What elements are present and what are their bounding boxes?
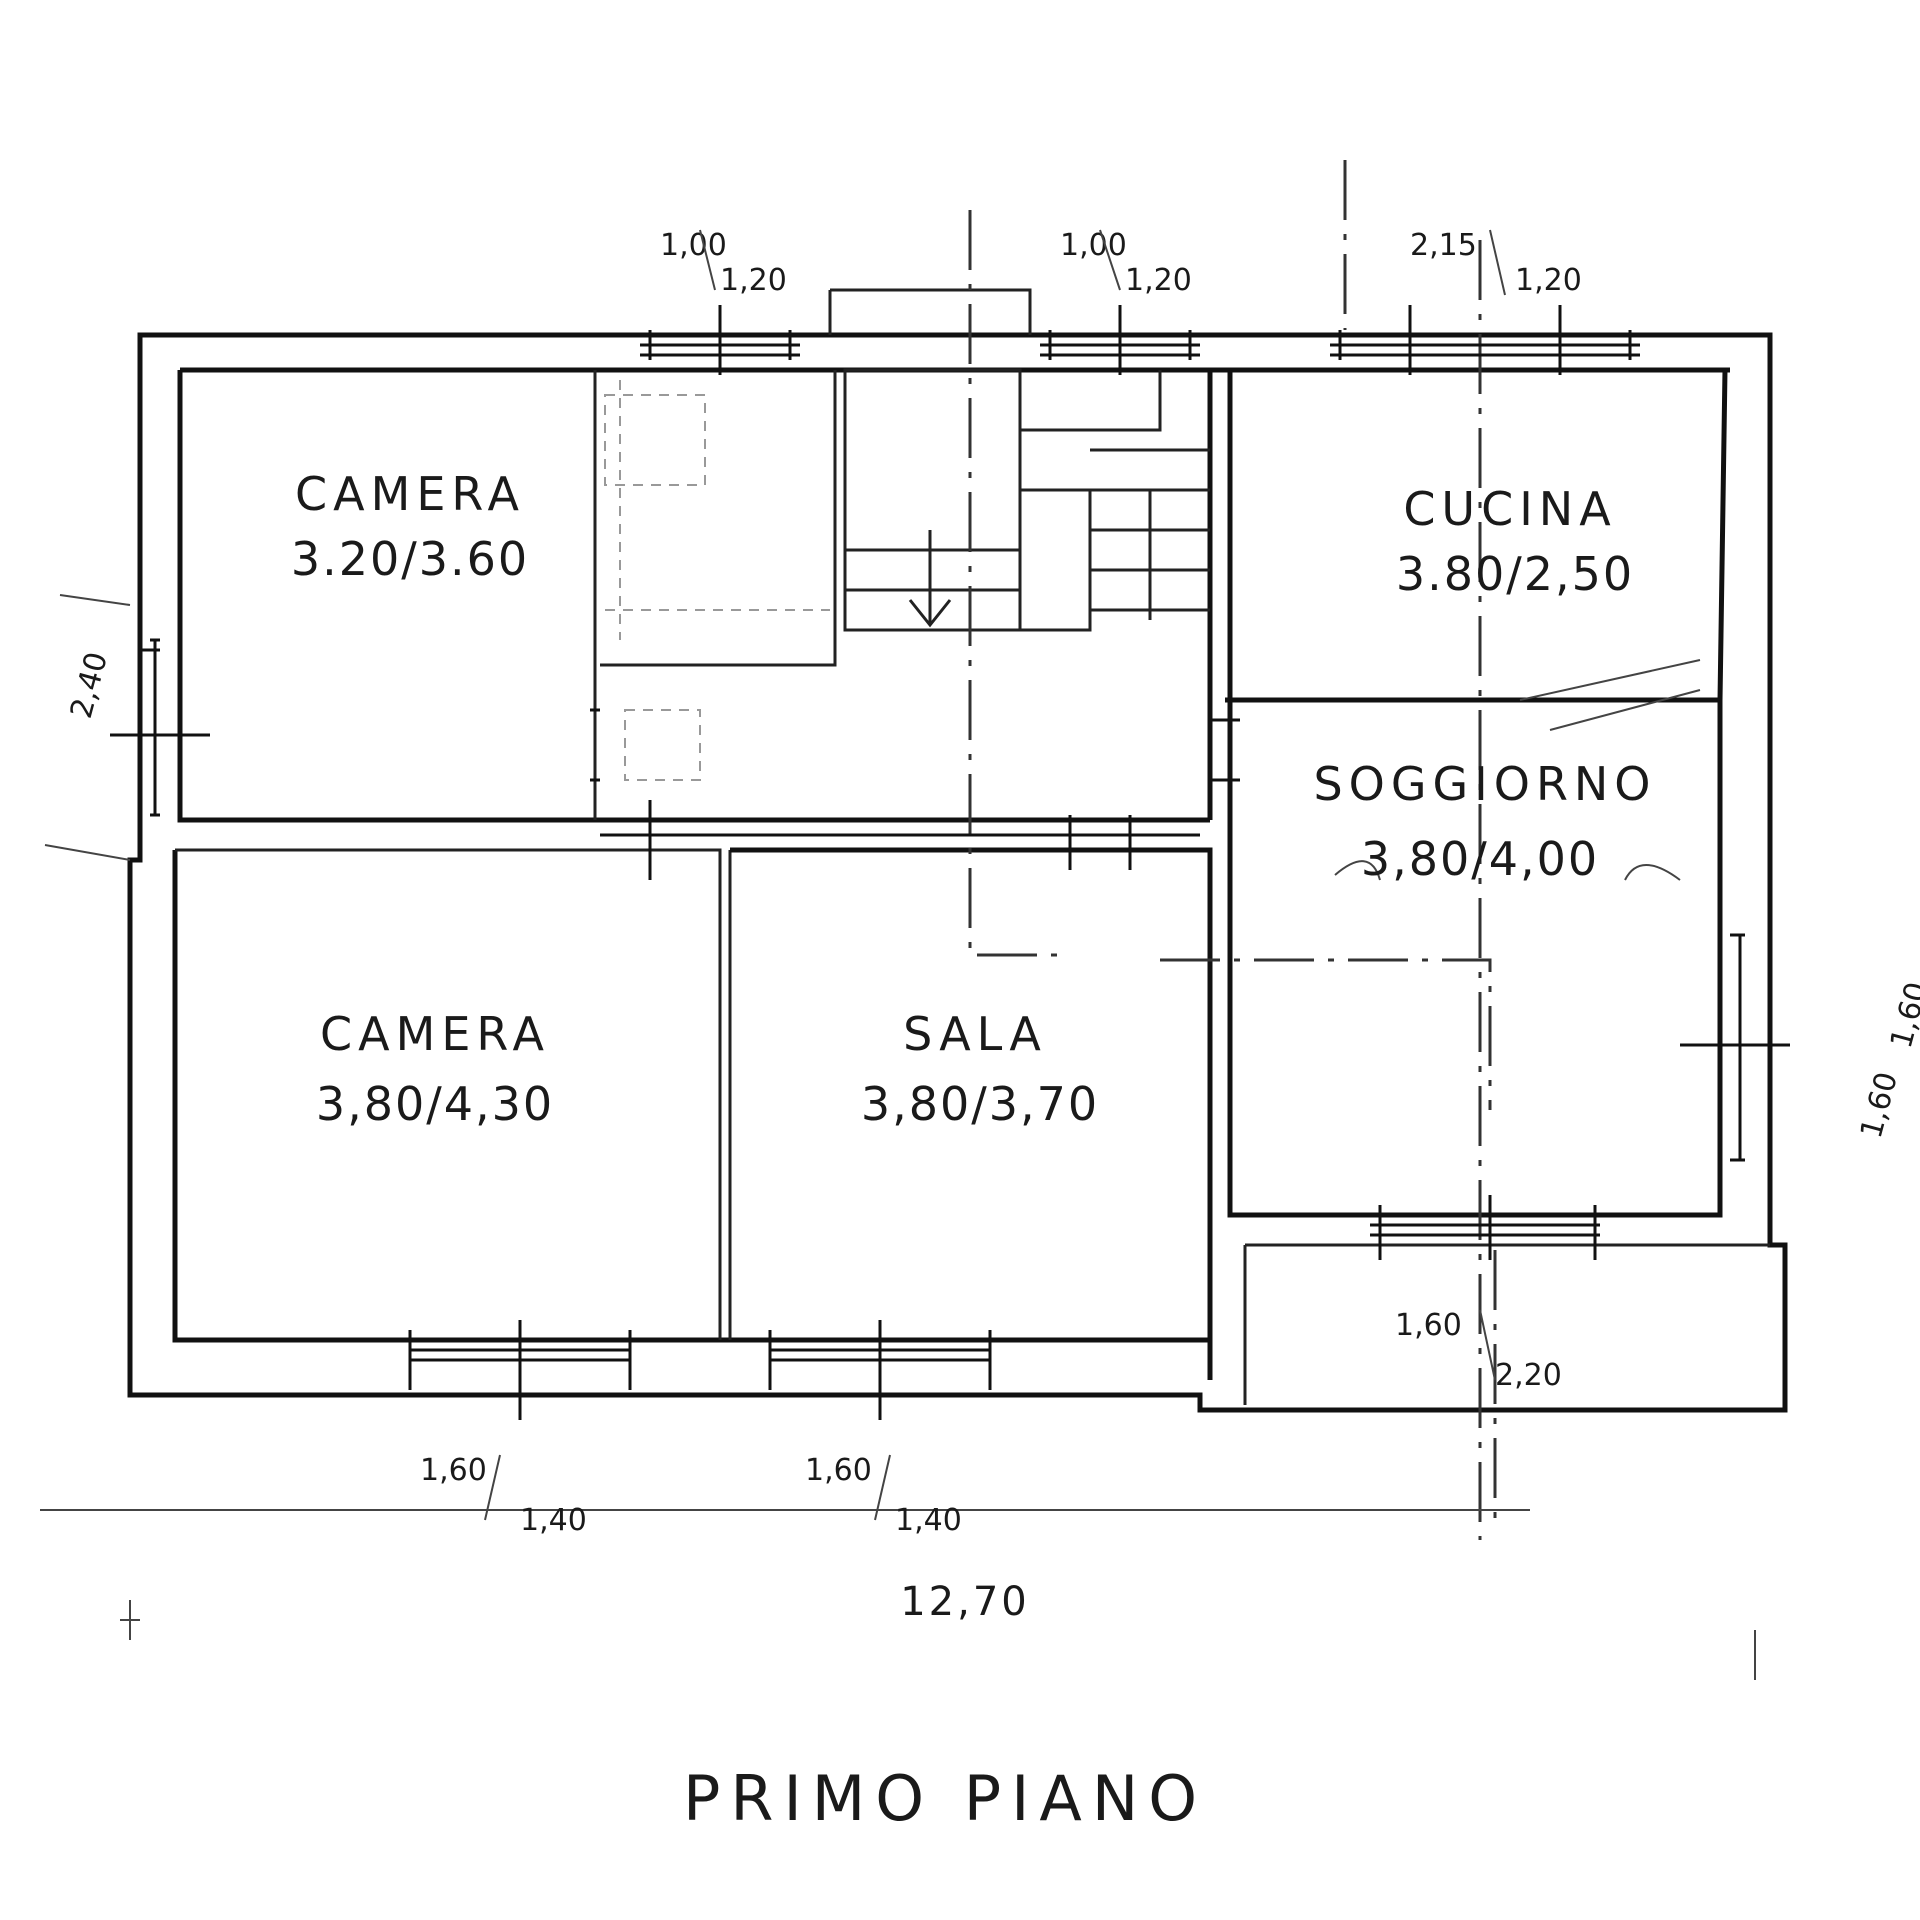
room-name-sala: SALA [903,1007,1047,1061]
window-bottom-left-height: 1,40 [520,1503,587,1538]
room-dims-camera-bottom: 3,80/4,30 [316,1077,554,1131]
window-top-right-width: 2,15 [1410,228,1477,263]
overall-width: 12,70 [900,1579,1030,1625]
room-dims-cucina: 3.80/2,50 [1396,547,1634,601]
room-dims-camera-top: 3.20/3.60 [291,532,529,586]
window-balcony-width: 1,60 [1395,1308,1462,1343]
axis-lines [968,160,1497,1540]
window-labels: 1,00 1,20 1,00 1,20 2,15 1,20 2,40 1,60 … [64,228,1920,1538]
plan-title: PRIMO PIANO [683,1762,1207,1835]
room-dims-sala: 3,80/3,70 [861,1077,1099,1131]
window-left-height: 2,40 [64,648,115,722]
window-bottom-middle-width: 1,60 [805,1453,872,1488]
room-name-soggiorno: SOGGIORNO [1313,757,1656,811]
window-right-width: 1,60 [1854,1068,1905,1142]
window-right-height: 1,60 [1884,978,1920,1052]
room-dims-soggiorno: 3,80/4,00 [1361,832,1599,886]
interior-walls [175,288,1770,1405]
window-bottom-left-width: 1,60 [420,1453,487,1488]
room-labels: CAMERA 3.20/3.60 CUCINA 3.80/2,50 SOGGIO… [291,467,1656,1131]
window-bottom-middle-height: 1,40 [895,1503,962,1538]
window-top-middle-width: 1,00 [1060,228,1127,263]
staircase [843,368,1210,632]
room-name-camera-top: CAMERA [295,467,525,521]
room-name-camera-bottom: CAMERA [320,1007,550,1061]
dimension-lines [40,594,1756,1680]
window-top-middle-height: 1,20 [1125,263,1192,298]
room-name-cucina: CUCINA [1403,482,1616,536]
openings [1225,659,1701,881]
window-balcony-height: 2,20 [1495,1358,1562,1393]
windows [110,305,1790,1420]
bathroom-fixtures [604,380,830,781]
window-top-left-height: 1,20 [720,263,787,298]
window-top-right-height: 1,20 [1515,263,1582,298]
exterior-walls [127,332,1788,1413]
window-top-left-width: 1,00 [660,228,727,263]
